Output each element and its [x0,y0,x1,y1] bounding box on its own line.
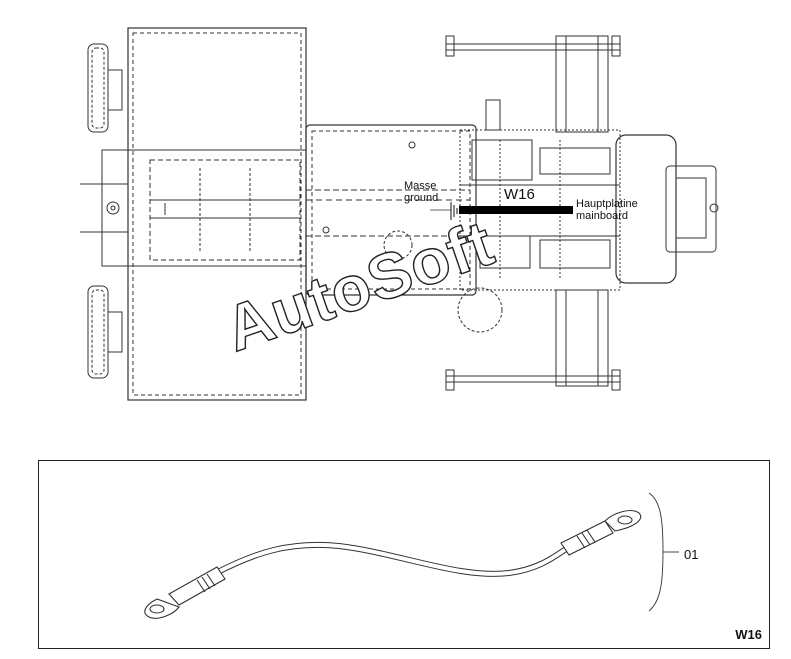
w16-cable-label: W16 [504,186,535,203]
right-crimp [560,520,614,556]
machine-top-view-drawing [80,27,719,401]
w16-cable-highlight [459,206,573,214]
cable-drawing [144,492,679,619]
left-crimp [168,566,226,606]
ground-label: ground [404,192,439,204]
callout-number: 01 [684,547,699,562]
hauptplatine-label: Hauptplatine [576,198,638,210]
mainboard-label: mainboard [576,210,628,222]
masse-label: Masse [404,180,437,192]
ground-symbol [450,202,458,220]
cable-detail-panel: 01 W16 [38,460,770,649]
panel-code-label: W16 [735,627,762,642]
